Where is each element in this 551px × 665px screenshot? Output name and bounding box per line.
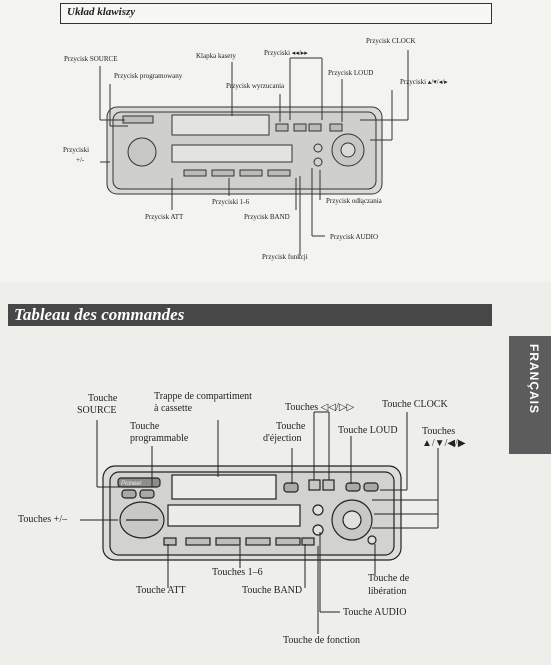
label-loud-pl: Przycisk LOUD	[328, 69, 374, 77]
label-plusminus-pl-2: +/-	[76, 156, 85, 164]
label-loud-fr: Touche LOUD	[338, 425, 398, 436]
label-band-pl: Przycisk BAND	[244, 213, 290, 221]
label-plusminus-pl-1: Przyciski	[63, 146, 90, 154]
label-funkcji-pl: Przycisk funkcji	[262, 253, 308, 261]
label-ejection-fr-2: d'éjection	[263, 433, 302, 444]
label-kasety-pl: Klapka kasety	[196, 52, 236, 60]
label-source-fr-1: Touche	[88, 393, 118, 404]
polish-leader-lines	[99, 50, 409, 256]
brand-logo: Pioneer	[121, 481, 143, 487]
label-arrows-pl: Przyciski ◂◂/▸▸	[264, 49, 308, 57]
french-leader-lines	[80, 411, 439, 634]
label-source-fr-2: SOURCE	[77, 405, 117, 416]
label-att-pl: Przycisk ATT	[145, 213, 184, 221]
label-source-pl: Przycisk SOURCE	[64, 55, 118, 63]
label-liberation-fr-1: Touche de	[368, 573, 410, 584]
label-wyrzucania-pl: Przycisk wyrzucania	[226, 82, 285, 90]
label-trappe-fr-2: à cassette	[154, 403, 193, 414]
label-band-fr: Touche BAND	[242, 585, 303, 596]
french-title: Tableau des commandes	[14, 305, 185, 324]
polish-title: Układ klawiszy	[67, 6, 136, 18]
top-radio-unit	[106, 106, 383, 195]
label-plusminus-fr: Touches +/–	[18, 514, 68, 525]
label-liberation-fr-2: libération	[368, 586, 407, 597]
label-fonction-fr: Touche de fonction	[283, 635, 361, 646]
label-ejection-fr-1: Touche	[276, 421, 306, 432]
label-programmable-fr-1: Touche	[130, 421, 160, 432]
label-programmable-fr-2: programmable	[130, 433, 189, 444]
label-touches16-fr: Touches 1–6	[212, 567, 263, 578]
label-dir-pl: Przyciski ▴/▾/◂/▸	[400, 78, 448, 86]
polish-title-box: Układ klawiszy	[60, 3, 492, 24]
label-dir-fr-2: ▲/▼/◀/▶	[422, 438, 466, 449]
label-dir-fr-1: Touches	[422, 426, 456, 437]
french-title-bar: Tableau des commandes	[8, 304, 492, 326]
language-tab: FRANÇAIS	[509, 336, 551, 454]
label-clock-pl: Przycisk CLOCK	[366, 37, 416, 45]
label-audio-pl: Przycisk AUDIO	[330, 233, 379, 241]
label-audio-fr: Touche AUDIO	[343, 607, 407, 618]
label-att-fr: Touche ATT	[136, 585, 186, 596]
label-clock-fr: Touche CLOCK	[382, 399, 448, 410]
label-trappe-fr-1: Trappe de compartiment	[154, 391, 252, 402]
label-przyciski16-pl: Przyciski 1-6	[212, 198, 250, 206]
bottom-radio-unit	[102, 465, 402, 561]
label-programowany-pl: Przycisk programowany	[114, 72, 183, 80]
label-odlaczania-pl: Przycisk odłączania	[326, 197, 382, 205]
label-arrows-fr: Touches ◁◁/▷▷	[285, 402, 355, 413]
